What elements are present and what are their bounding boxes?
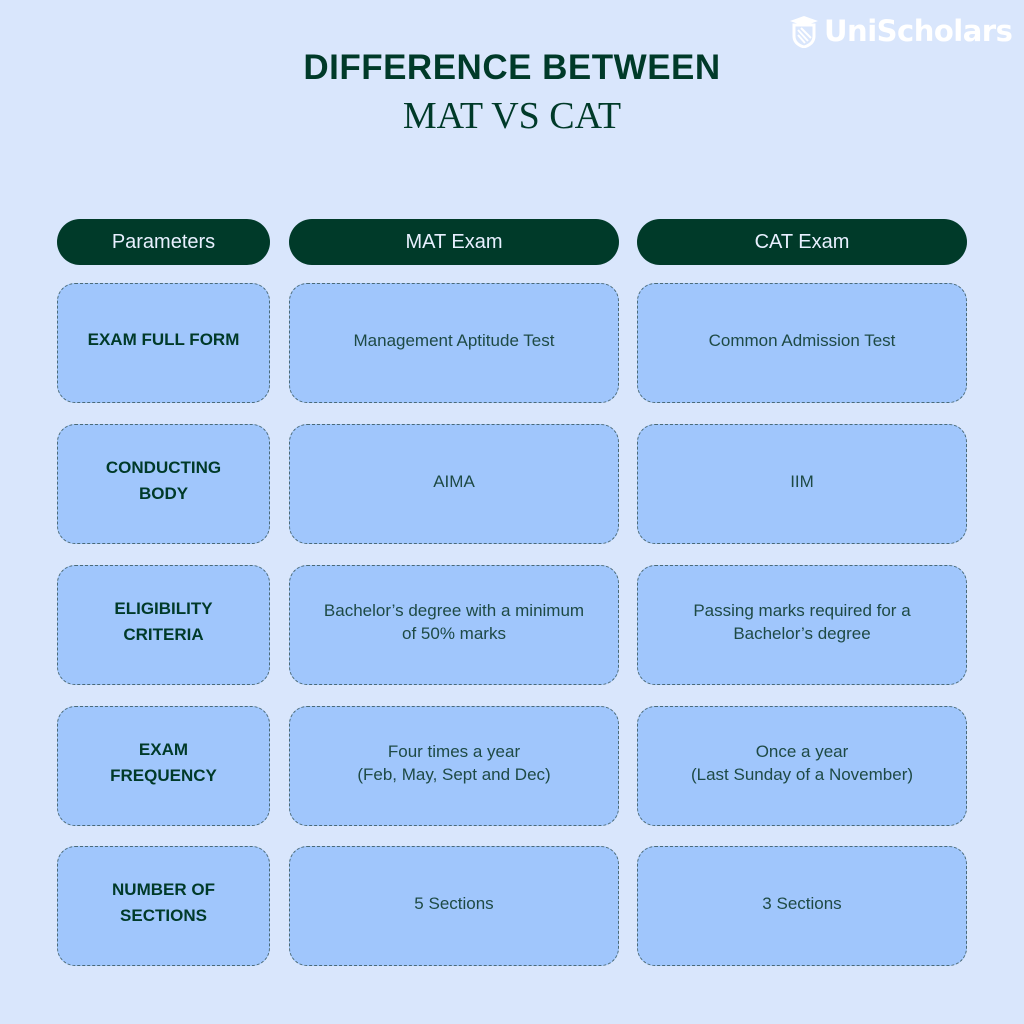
header-cat-exam: CAT Exam [637,219,967,265]
row-cat-value: Passing marks required for a Bachelor’s … [637,565,967,685]
row-mat-value: 5 Sections [289,846,619,966]
row-parameter: EXAM FREQUENCY [57,706,270,826]
row-mat-value: AIMA [289,424,619,544]
header-parameters: Parameters [57,219,270,265]
row-mat-value: Management Aptitude Test [289,283,619,403]
header-mat-exam: MAT Exam [289,219,619,265]
brand-logo: UniScholars [788,14,1013,48]
page-title: DIFFERENCE BETWEEN [303,48,721,87]
page-subtitle: MAT VS CAT [402,95,622,137]
row-cat-value: IIM [637,424,967,544]
row-mat-value: Four times a year (Feb, May, Sept and De… [289,706,619,826]
graduation-cap-shield-icon [790,16,818,48]
row-parameter: NUMBER OF SECTIONS [57,846,270,966]
row-cat-value: Once a year (Last Sunday of a November) [637,706,967,826]
brand-name: UniScholars [824,14,1013,48]
row-parameter: CONDUCTING BODY [57,424,270,544]
row-mat-value: Bachelor’s degree with a minimum of 50% … [289,565,619,685]
row-cat-value: 3 Sections [637,846,967,966]
row-parameter: ELIGIBILITY CRITERIA [57,565,270,685]
row-parameter: EXAM FULL FORM [57,283,270,403]
row-cat-value: Common Admission Test [637,283,967,403]
